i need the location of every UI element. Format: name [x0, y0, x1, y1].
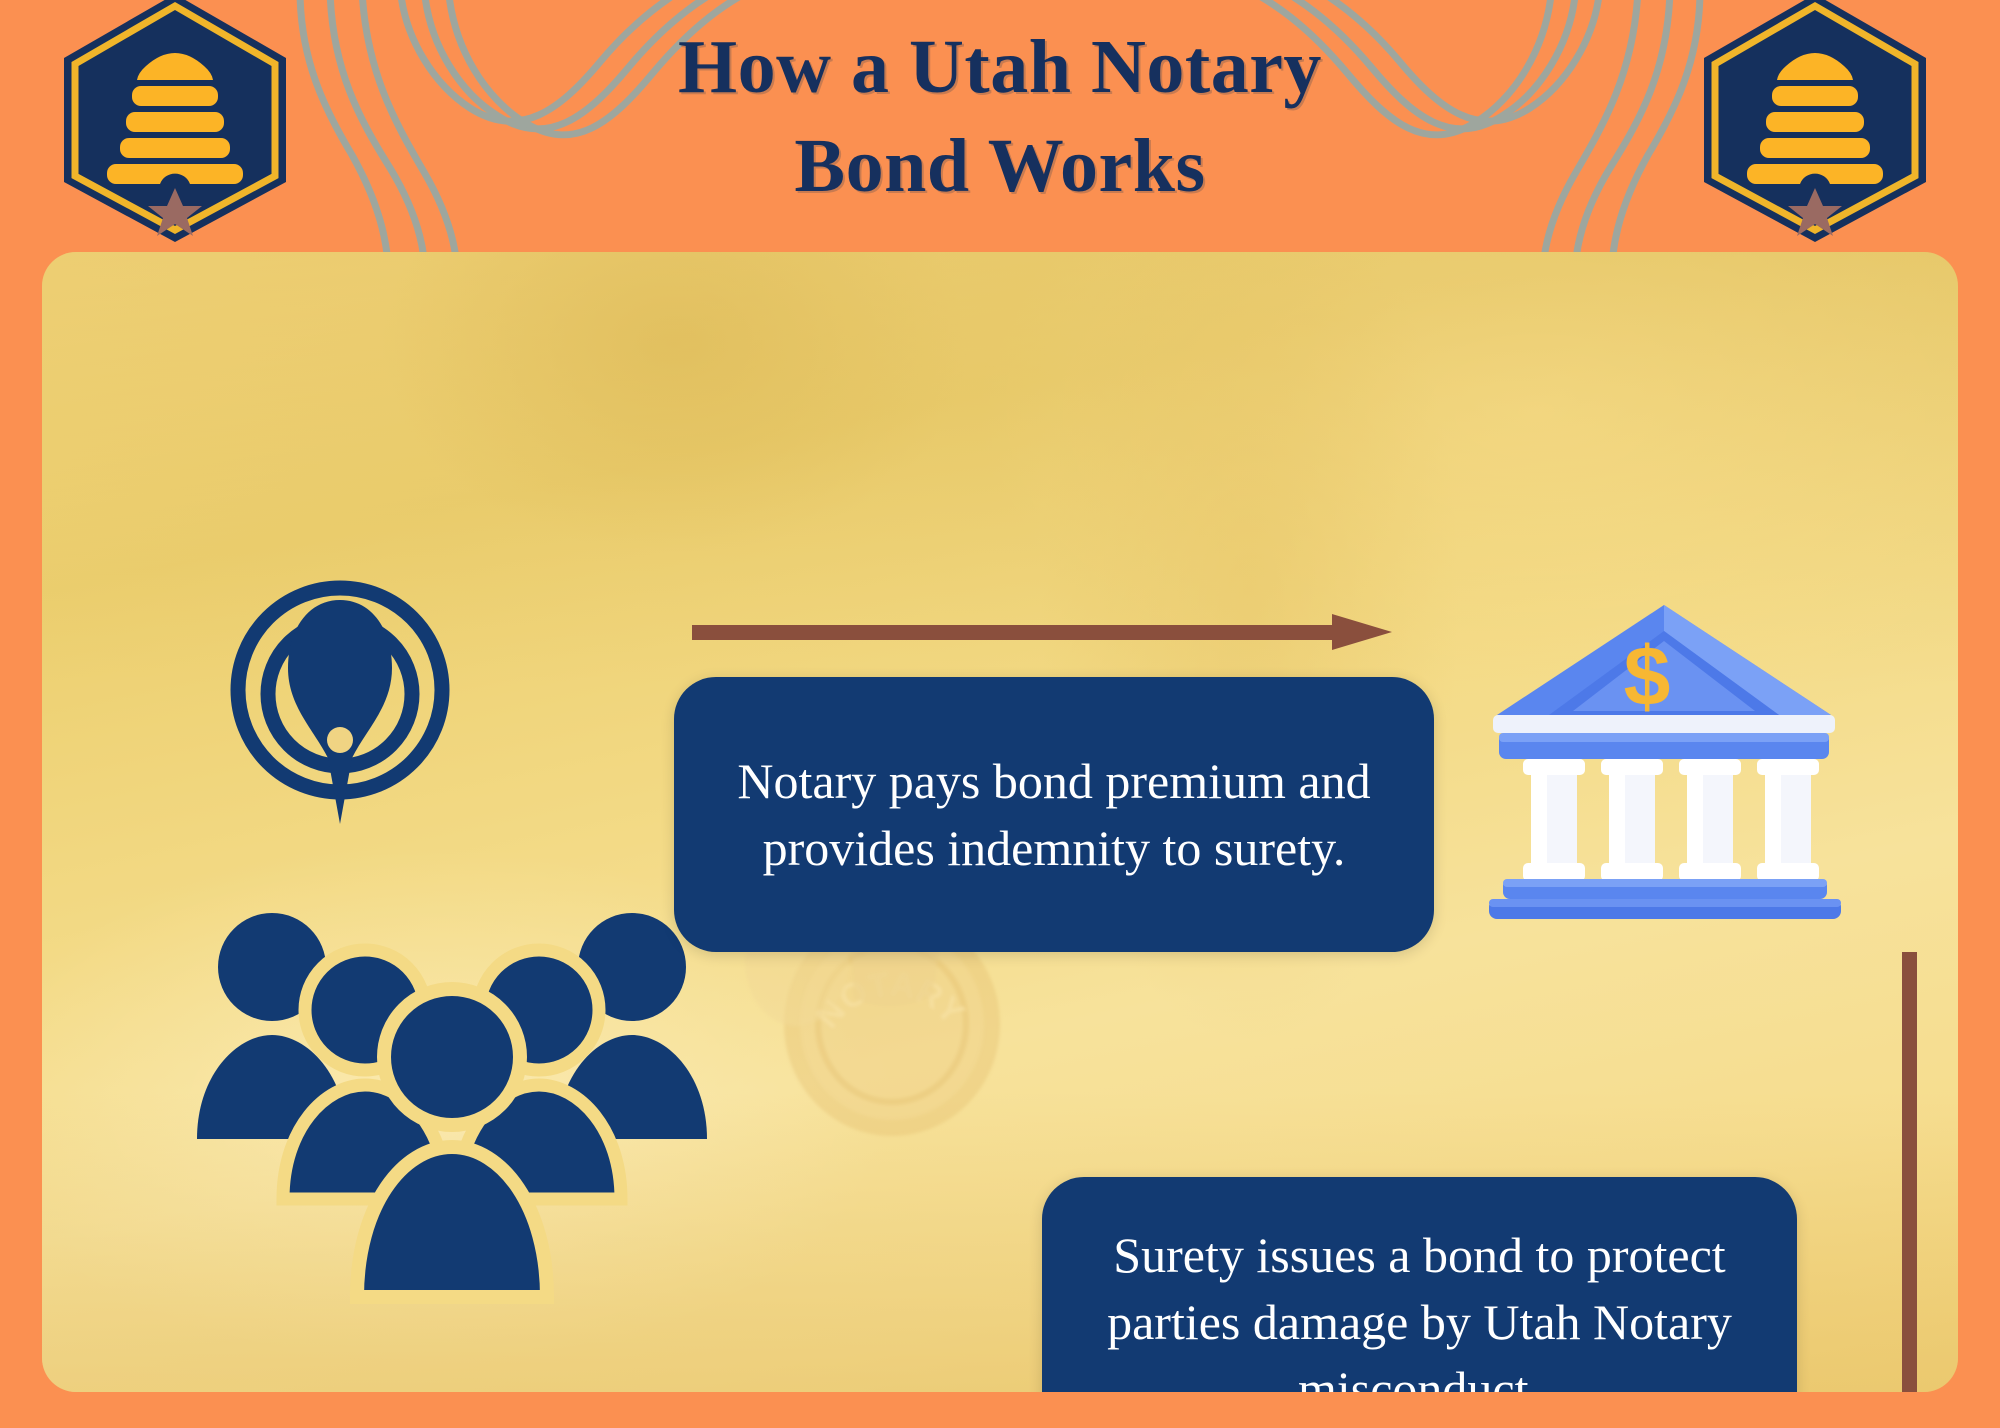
step-1-text: Notary pays bond premium and provides in…	[737, 752, 1371, 876]
utah-beehive-badge-icon-right	[1704, 0, 1926, 242]
svg-text:$: $	[1624, 629, 1671, 723]
arrow-right-icon	[692, 614, 1392, 650]
bank-building-dollar-icon: $	[1489, 605, 1841, 919]
notary-pen-nib-icon	[230, 580, 450, 824]
star-icon	[1788, 188, 1842, 236]
arrow-down-icon	[1902, 952, 1917, 1392]
step-2-textbox: Surety issues a bond to protect parties …	[1042, 1177, 1797, 1392]
step-1-textbox: Notary pays bond premium and provides in…	[674, 677, 1434, 952]
step-2-text: Surety issues a bond to protect parties …	[1107, 1226, 1732, 1393]
infographic-card: NOTARY	[42, 252, 1958, 1392]
utah-beehive-badge-icon-left	[64, 0, 286, 242]
star-icon	[148, 188, 202, 236]
page-title-line-2: Bond Works	[794, 123, 1206, 208]
page-title: How a Utah Notary Bond Works	[380, 18, 1620, 216]
group-of-people-icon	[197, 913, 707, 1304]
dollar-sign-icon: $	[1624, 629, 1671, 723]
page-title-line-1: How a Utah Notary	[678, 25, 1322, 109]
